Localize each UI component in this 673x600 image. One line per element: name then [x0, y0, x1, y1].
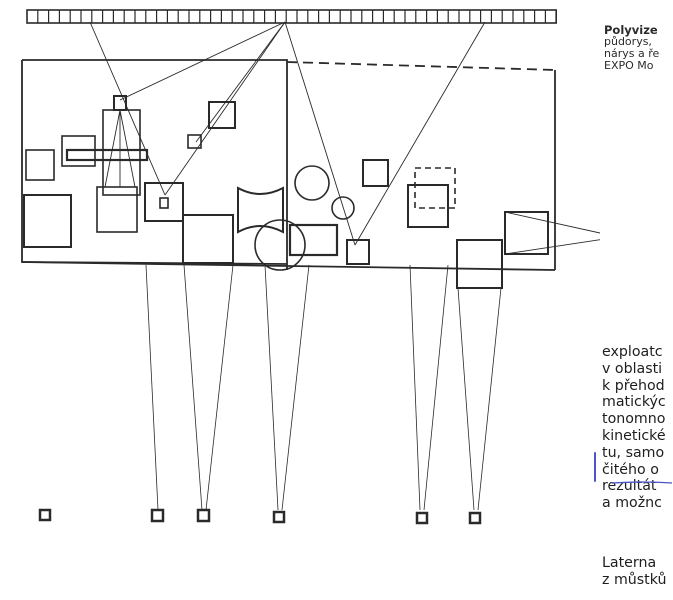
spectator-posts — [38, 508, 482, 525]
pen-underline — [612, 481, 672, 484]
right-hall-boxes — [294, 159, 600, 289]
caption-line: EXPO Mo — [604, 59, 654, 72]
caption-title: Polyvize — [604, 23, 658, 37]
caption-line: nárys a ře — [604, 47, 660, 60]
pen-annotation-mark — [594, 452, 596, 482]
text-line: a možnc — [602, 495, 662, 512]
text-line: k přehod — [602, 377, 665, 394]
screen-strip-frame — [26, 9, 558, 24]
lower-rays — [145, 264, 502, 511]
building-outline — [21, 59, 556, 271]
text-line: v oblasti — [602, 360, 663, 377]
text-line: čitého o — [602, 461, 659, 478]
text-line: tu, samo — [602, 444, 665, 461]
text-line: matickýc — [602, 394, 666, 411]
body-paragraph-1: exploatc v oblasti k přehod matickýc ton… — [602, 344, 666, 512]
text-line: z můstků — [602, 571, 667, 588]
body-paragraph-2: Laterna z můstků — [602, 555, 667, 589]
figure-caption: Polyvize půdorys, nárys a ře EXPO Mo — [604, 24, 659, 72]
text-line: Laterna — [602, 555, 657, 571]
screen-strip — [26, 9, 558, 24]
projection-rays — [89, 21, 486, 246]
caption-line: půdorys, — [604, 35, 652, 48]
central-curved-screens — [237, 186, 339, 271]
text-line: tonomno — [602, 411, 666, 428]
text-line: kinetické — [602, 427, 666, 444]
polyvize-plan-diagram — [21, 9, 600, 525]
left-hall-boxes — [23, 95, 236, 264]
text-line: exploatc — [602, 344, 663, 360]
